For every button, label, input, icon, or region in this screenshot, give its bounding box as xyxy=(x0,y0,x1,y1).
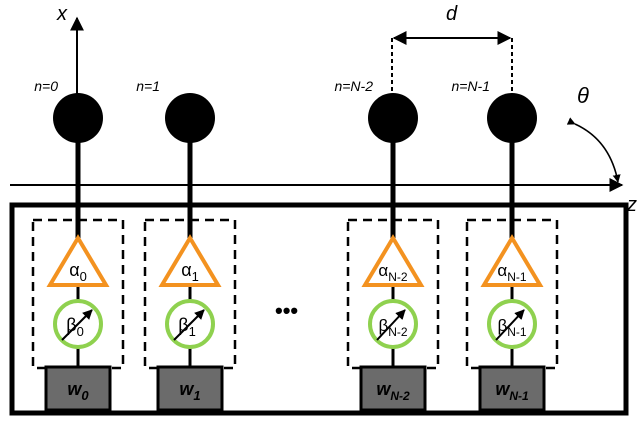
amplitude-triangle xyxy=(158,234,222,287)
element-dashed-box xyxy=(143,218,237,370)
weight-box xyxy=(359,365,427,412)
phase-arrow-icon xyxy=(61,309,93,341)
amplitude-label: αN-2 xyxy=(378,261,407,284)
theta-arrow xyxy=(566,117,621,183)
phase-label: βN-1 xyxy=(497,316,526,339)
phase-label: β0 xyxy=(66,315,84,339)
phase-arrow-icon xyxy=(376,309,406,341)
amplitude-label: α1 xyxy=(181,260,199,284)
array-element: n=1 α1 β1 w1 xyxy=(136,78,237,412)
weight-label: w1 xyxy=(179,379,200,403)
phase-arrow-icon xyxy=(173,309,205,341)
element-index-label: n=N-1 xyxy=(451,78,490,94)
element-dashed-box xyxy=(465,218,559,370)
array-housing xyxy=(9,202,629,416)
amplitude-triangle xyxy=(480,234,544,287)
antenna-element xyxy=(53,93,103,143)
z-axis-label: z xyxy=(626,194,637,216)
antenna-element xyxy=(165,93,215,143)
weight-box xyxy=(478,365,546,412)
amplitude-triangle xyxy=(46,234,110,287)
weight-label: wN-2 xyxy=(376,379,410,403)
antenna-element xyxy=(487,93,537,143)
theta-label: θ xyxy=(577,83,589,108)
phase-arrow-icon xyxy=(495,309,525,341)
phase-label: β1 xyxy=(178,315,196,339)
element-dashed-box xyxy=(346,218,440,370)
element-index-label: n=0 xyxy=(34,78,58,94)
element-index-label: n=N-2 xyxy=(334,78,373,94)
amplitude-label: α0 xyxy=(69,260,87,284)
weight-box xyxy=(44,365,112,412)
array-element: n=N-1 αN-1 βN-1 wN-1 xyxy=(451,78,559,412)
weight-box xyxy=(156,365,224,412)
array-element: n=0 α0 β0 w0 xyxy=(31,78,125,412)
spacing-label: d xyxy=(446,3,458,25)
array-element: n=N-2 αN-2 βN-2 wN-2 xyxy=(334,78,440,412)
phase-label: βN-2 xyxy=(378,316,407,339)
antenna-element xyxy=(368,93,418,143)
weight-label: wN-1 xyxy=(495,379,529,403)
x-axis-label: x xyxy=(56,3,68,25)
element-index-label: n=1 xyxy=(136,78,160,94)
ellipsis: ••• xyxy=(275,298,298,323)
amplitude-label: αN-1 xyxy=(497,261,526,284)
weight-label: w0 xyxy=(67,379,89,403)
amplitude-triangle xyxy=(361,234,425,287)
element-dashed-box xyxy=(31,218,125,370)
